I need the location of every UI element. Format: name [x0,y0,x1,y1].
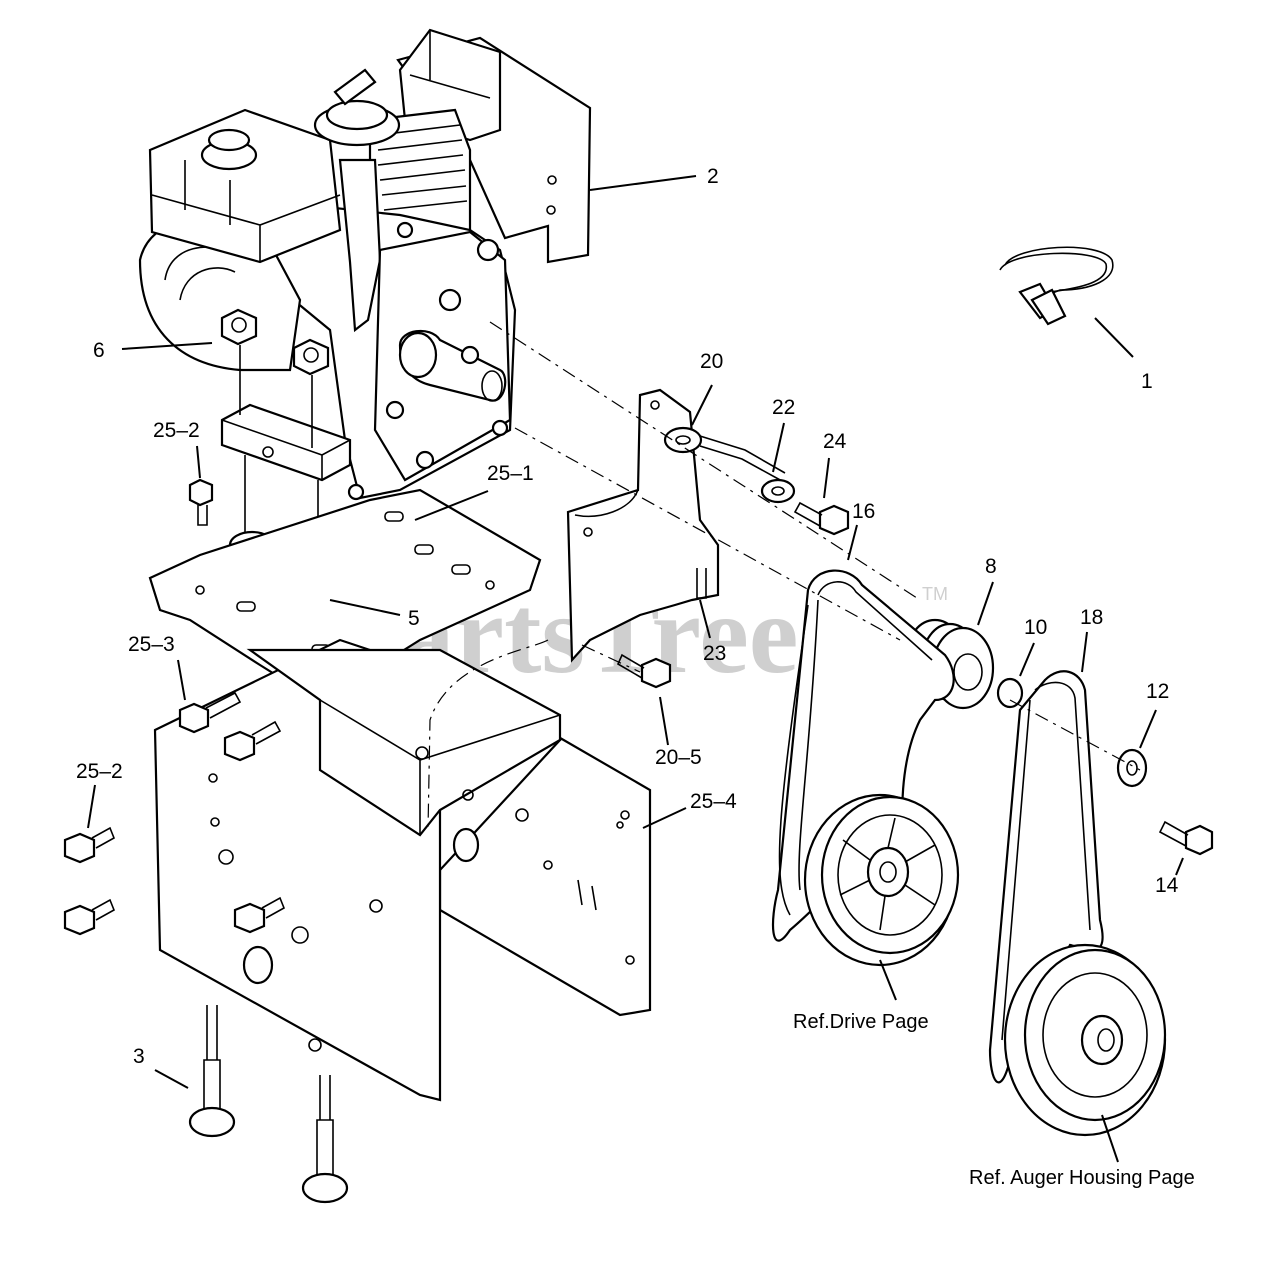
callout-24: 24 [823,430,847,453]
callout-1: 1 [1141,370,1153,393]
ref-auger-housing-page: Ref. Auger Housing Page [969,1167,1195,1189]
callout-20: 20 [700,350,723,373]
callout-18: 18 [1080,606,1103,629]
belt-keeper-rod[interactable] [663,426,786,482]
hex-bolt[interactable] [63,478,1214,936]
main-frame[interactable] [153,638,652,1102]
engine-spacer-block[interactable] [220,403,352,482]
belt-guide-bracket[interactable] [566,388,720,663]
callout-23: 23 [703,642,726,665]
callout-25-2-top: 25–2 [153,419,200,442]
callout-2: 2 [707,165,719,188]
callout-25-4: 25–4 [690,790,737,813]
callout-10: 10 [1024,616,1047,639]
pulley-spacer[interactable] [996,677,1024,709]
ref-drive-page: Ref.Drive Page [793,1011,929,1033]
callout-16: 16 [852,500,875,523]
callout-25-2-side: 25–2 [76,760,123,783]
engine[interactable] [138,28,592,501]
bell-washer[interactable] [1116,748,1148,788]
wire-harness[interactable] [999,246,1114,326]
callout-25-1: 25–1 [487,462,534,485]
drive-pulley[interactable] [803,793,960,967]
callout-25-3: 25–3 [128,633,175,656]
engine-mount-nut[interactable] [220,308,330,376]
auger-pulley[interactable] [1003,943,1167,1137]
callout-5: 5 [408,607,420,630]
callout-20-5: 20–5 [655,746,702,769]
callout-8: 8 [985,555,997,578]
watermark-trademark: TM [922,584,948,604]
callout-3: 3 [133,1045,145,1068]
callout-6: 6 [93,339,105,362]
flat-washer[interactable] [760,478,796,504]
callout-14: 14 [1155,874,1179,897]
carriage-bolt[interactable] [188,1005,349,1204]
callout-12: 12 [1146,680,1169,703]
callout-22: 22 [772,396,795,419]
